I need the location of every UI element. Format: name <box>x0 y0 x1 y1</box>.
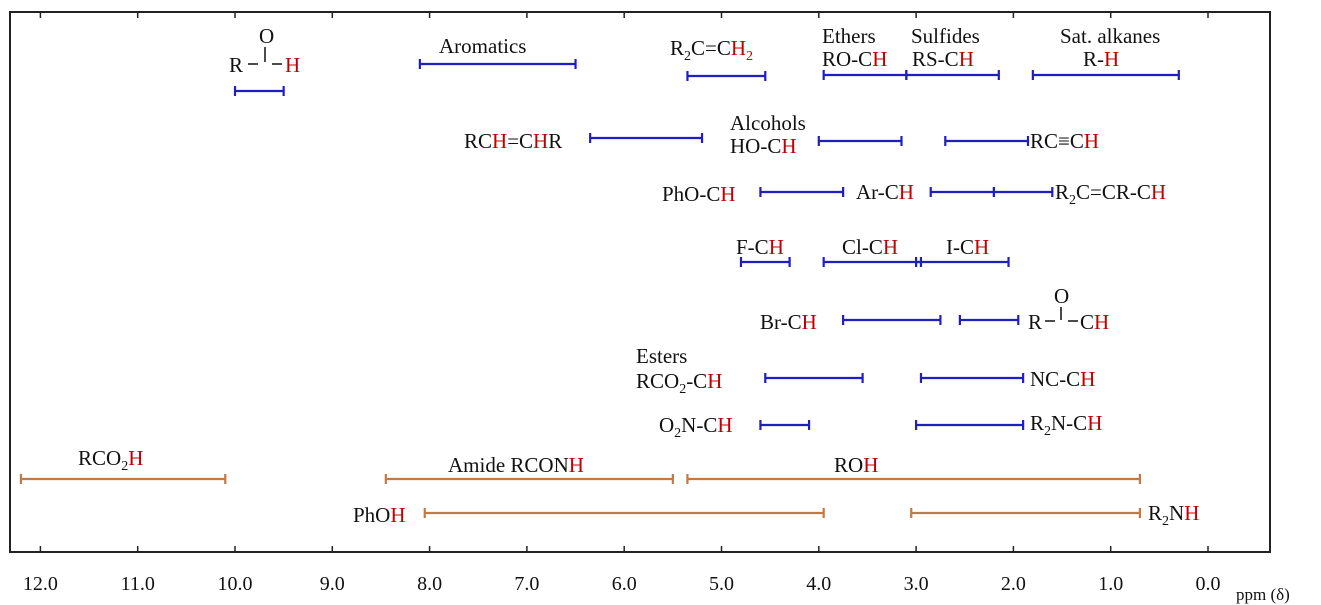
axis-tick-labels: 12.0 11.0 10.0 9.0 8.0 7.0 6.0 5.0 4.0 3.0 2.0 1.0 0… <box>23 573 1221 595</box>
range-bar <box>418 59 577 69</box>
range-bar <box>910 508 1141 518</box>
tick-label: 1.0 <box>1098 573 1123 595</box>
label-aldehyde-o: O <box>259 24 274 48</box>
range-bar <box>589 133 704 143</box>
label-allyl: R2C=CR-CH <box>1055 180 1166 208</box>
tick-label: 9.0 <box>320 573 345 595</box>
tick-label: 3.0 <box>904 573 929 595</box>
tick-label: 6.0 <box>612 573 637 595</box>
axis-ticks <box>39 12 1209 552</box>
tick-label: 8.0 <box>417 573 442 595</box>
label-alcohols: HO-CH <box>730 134 797 158</box>
range-bar <box>1031 70 1180 80</box>
label-sulfides-title: Sulfides <box>911 24 980 48</box>
range-bar <box>739 257 791 267</box>
label-amide: Amide RCONH <box>448 453 584 477</box>
label-alkene: RCH=CHR <box>464 129 562 153</box>
label-phoh: PhOH <box>353 503 406 527</box>
label-r2nh: R2NH <box>1148 501 1199 529</box>
tick-label: 5.0 <box>709 573 734 595</box>
label-sulfides: RS-CH <box>912 47 974 71</box>
label-alkyne: RC≡CH <box>1030 129 1099 153</box>
label-r2n-ch: R2N-CH <box>1030 411 1102 439</box>
label-aldehyde-h: H <box>285 53 300 77</box>
tick-label: 0.0 <box>1196 573 1221 595</box>
label-pho-ch: PhO-CH <box>662 182 736 206</box>
label-esters-title: Esters <box>636 344 687 368</box>
label-alkanes-title: Sat. alkanes <box>1060 24 1160 48</box>
label-br-ch: Br-CH <box>760 310 817 334</box>
label-aromatics: Aromatics <box>439 34 526 58</box>
range-bar <box>914 257 1010 267</box>
range-bar <box>423 508 825 518</box>
label-o2n-ch: O2N-CH <box>659 413 733 441</box>
range-bar <box>759 420 811 430</box>
label-rco2h: RCO2H <box>78 446 143 474</box>
range-bar <box>384 474 674 484</box>
tick-label: 7.0 <box>514 573 539 595</box>
range-bar <box>919 373 1025 383</box>
range-bar <box>905 70 1000 80</box>
range-bar <box>822 70 908 80</box>
range-bar <box>914 420 1025 430</box>
range-bar <box>944 136 1030 146</box>
label-ketone-ch: CH <box>1080 310 1109 334</box>
label-i-ch: I-CH <box>946 235 989 259</box>
label-nc-ch: NC-CH <box>1030 367 1095 391</box>
tick-label: 10.0 <box>218 573 253 595</box>
label-alcohols-title: Alcohols <box>730 111 806 135</box>
tick-label: 12.0 <box>23 573 58 595</box>
label-ar-ch: Ar-CH <box>856 180 914 204</box>
label-ketone-o: O <box>1054 284 1069 308</box>
axis-unit-label: ppm (δ) <box>1236 585 1290 604</box>
range-bar <box>759 187 845 197</box>
range-bar <box>992 187 1054 197</box>
range-bar <box>764 373 864 383</box>
label-ethers-title: Ethers <box>822 24 876 48</box>
label-f-ch: F-CH <box>736 235 784 259</box>
range-bar <box>686 474 1141 484</box>
tick-label: 4.0 <box>806 573 831 595</box>
label-ketone-r: R <box>1028 310 1042 334</box>
range-bar <box>686 71 767 81</box>
shift-range-bars <box>19 59 1180 518</box>
tick-label: 2.0 <box>1001 573 1026 595</box>
label-vinylidene: R2C=CH2 <box>670 36 753 64</box>
range-bar <box>842 315 942 325</box>
label-aldehyde-r: R <box>229 53 243 77</box>
plot-frame <box>9 11 1271 553</box>
range-bar <box>958 315 1020 325</box>
range-bar <box>233 86 285 96</box>
tick-label: 11.0 <box>121 573 155 595</box>
label-cl-ch: Cl-CH <box>842 235 898 259</box>
label-roh: ROH <box>834 453 878 477</box>
label-alkanes: R-H <box>1083 47 1119 71</box>
range-bar <box>817 136 903 146</box>
range-bar <box>929 187 996 197</box>
label-esters: RCO2-CH <box>636 369 722 397</box>
range-labels: O R H Aromatics R2C=CH2 Ethers RO-CH Sul… <box>78 24 1199 529</box>
label-ethers: RO-CH <box>822 47 887 71</box>
range-bar <box>19 474 227 484</box>
